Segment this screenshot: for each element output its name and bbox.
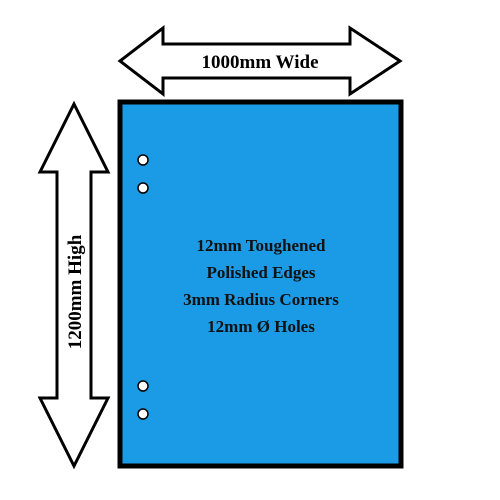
height-label: 1200mm High [65, 234, 86, 349]
width-label: 1000mm Wide [202, 52, 319, 73]
hole-bottom-1 [137, 380, 149, 392]
spec-edges: Polished Edges [206, 263, 316, 282]
spec-corners: 3mm Radius Corners [183, 290, 339, 309]
panel-specifications: 12mm Toughened Polished Edges 3mm Radius… [121, 232, 401, 340]
hole-top-2 [137, 182, 149, 194]
spec-holes: 12mm Ø Holes [207, 317, 315, 336]
hole-bottom-2 [137, 408, 149, 420]
spec-thickness: 12mm Toughened [196, 236, 326, 255]
width-arrow [117, 24, 403, 98]
glass-panel [117, 99, 404, 469]
hole-top-1 [137, 154, 149, 166]
height-arrow [37, 100, 111, 470]
